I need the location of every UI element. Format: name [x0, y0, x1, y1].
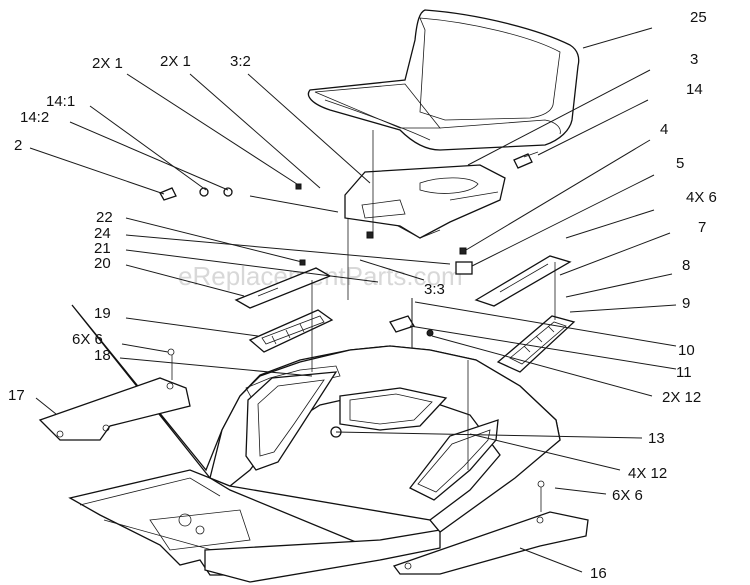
callout-3-3: 3:3 — [424, 281, 445, 298]
pivot-block — [455, 247, 473, 275]
seat-bolt — [366, 231, 374, 239]
callout-2x1-b: 2X 1 — [160, 53, 191, 70]
fender-deck — [68, 304, 561, 583]
switch-bracket — [389, 315, 434, 337]
side-panel-16 — [392, 511, 589, 575]
callout-11: 11 — [676, 364, 692, 381]
callout-8: 8 — [682, 257, 690, 274]
callout-25: 25 — [690, 9, 707, 26]
callout-9: 9 — [682, 295, 690, 312]
callout-4: 4 — [660, 121, 668, 138]
bracket-19 — [248, 309, 334, 353]
callout-20: 20 — [94, 255, 111, 272]
callout-labels: 25 3 14 4 5 4X 6 7 8 9 10 11 2X 12 13 4X… — [8, 9, 717, 582]
bracket-9 — [496, 315, 576, 373]
callout-5: 5 — [676, 155, 684, 172]
screw-assembly — [159, 187, 233, 201]
bracket-7 — [474, 255, 572, 307]
callout-19: 19 — [94, 305, 111, 322]
callout-4x6: 4X 6 — [686, 189, 717, 206]
callout-18: 18 — [94, 347, 111, 364]
callout-2: 2 — [14, 137, 22, 154]
leader-lines — [29, 27, 677, 573]
callout-10: 10 — [678, 342, 695, 359]
callout-21: 21 — [94, 240, 111, 257]
seat-cushion — [307, 9, 580, 151]
callout-7: 7 — [698, 219, 706, 236]
callout-17: 17 — [8, 387, 25, 404]
bolt-hardware — [295, 183, 302, 190]
adjuster-knob — [513, 151, 539, 169]
callout-24: 24 — [94, 225, 111, 242]
seat-pan — [344, 164, 506, 239]
callout-3: 3 — [690, 51, 698, 68]
screw-6x6-left — [167, 348, 175, 356]
callout-14-2: 14:2 — [20, 109, 49, 126]
callout-16: 16 — [590, 565, 607, 582]
callout-6x6-left: 6X 6 — [72, 331, 103, 348]
screw-6x6-right — [537, 480, 545, 488]
callout-14: 14 — [686, 81, 703, 98]
callout-14-1: 14:1 — [46, 93, 75, 110]
callout-2x12: 2X 12 — [662, 389, 701, 406]
callout-3-2: 3:2 — [230, 53, 251, 70]
bolt-22 — [299, 259, 306, 266]
callout-2x1-a: 2X 1 — [92, 55, 123, 72]
side-panel-17 — [38, 377, 191, 441]
callout-22: 22 — [96, 209, 113, 226]
callout-6x6-right: 6X 6 — [612, 487, 643, 504]
callout-13: 13 — [648, 430, 665, 447]
callout-4x12: 4X 12 — [628, 465, 667, 482]
